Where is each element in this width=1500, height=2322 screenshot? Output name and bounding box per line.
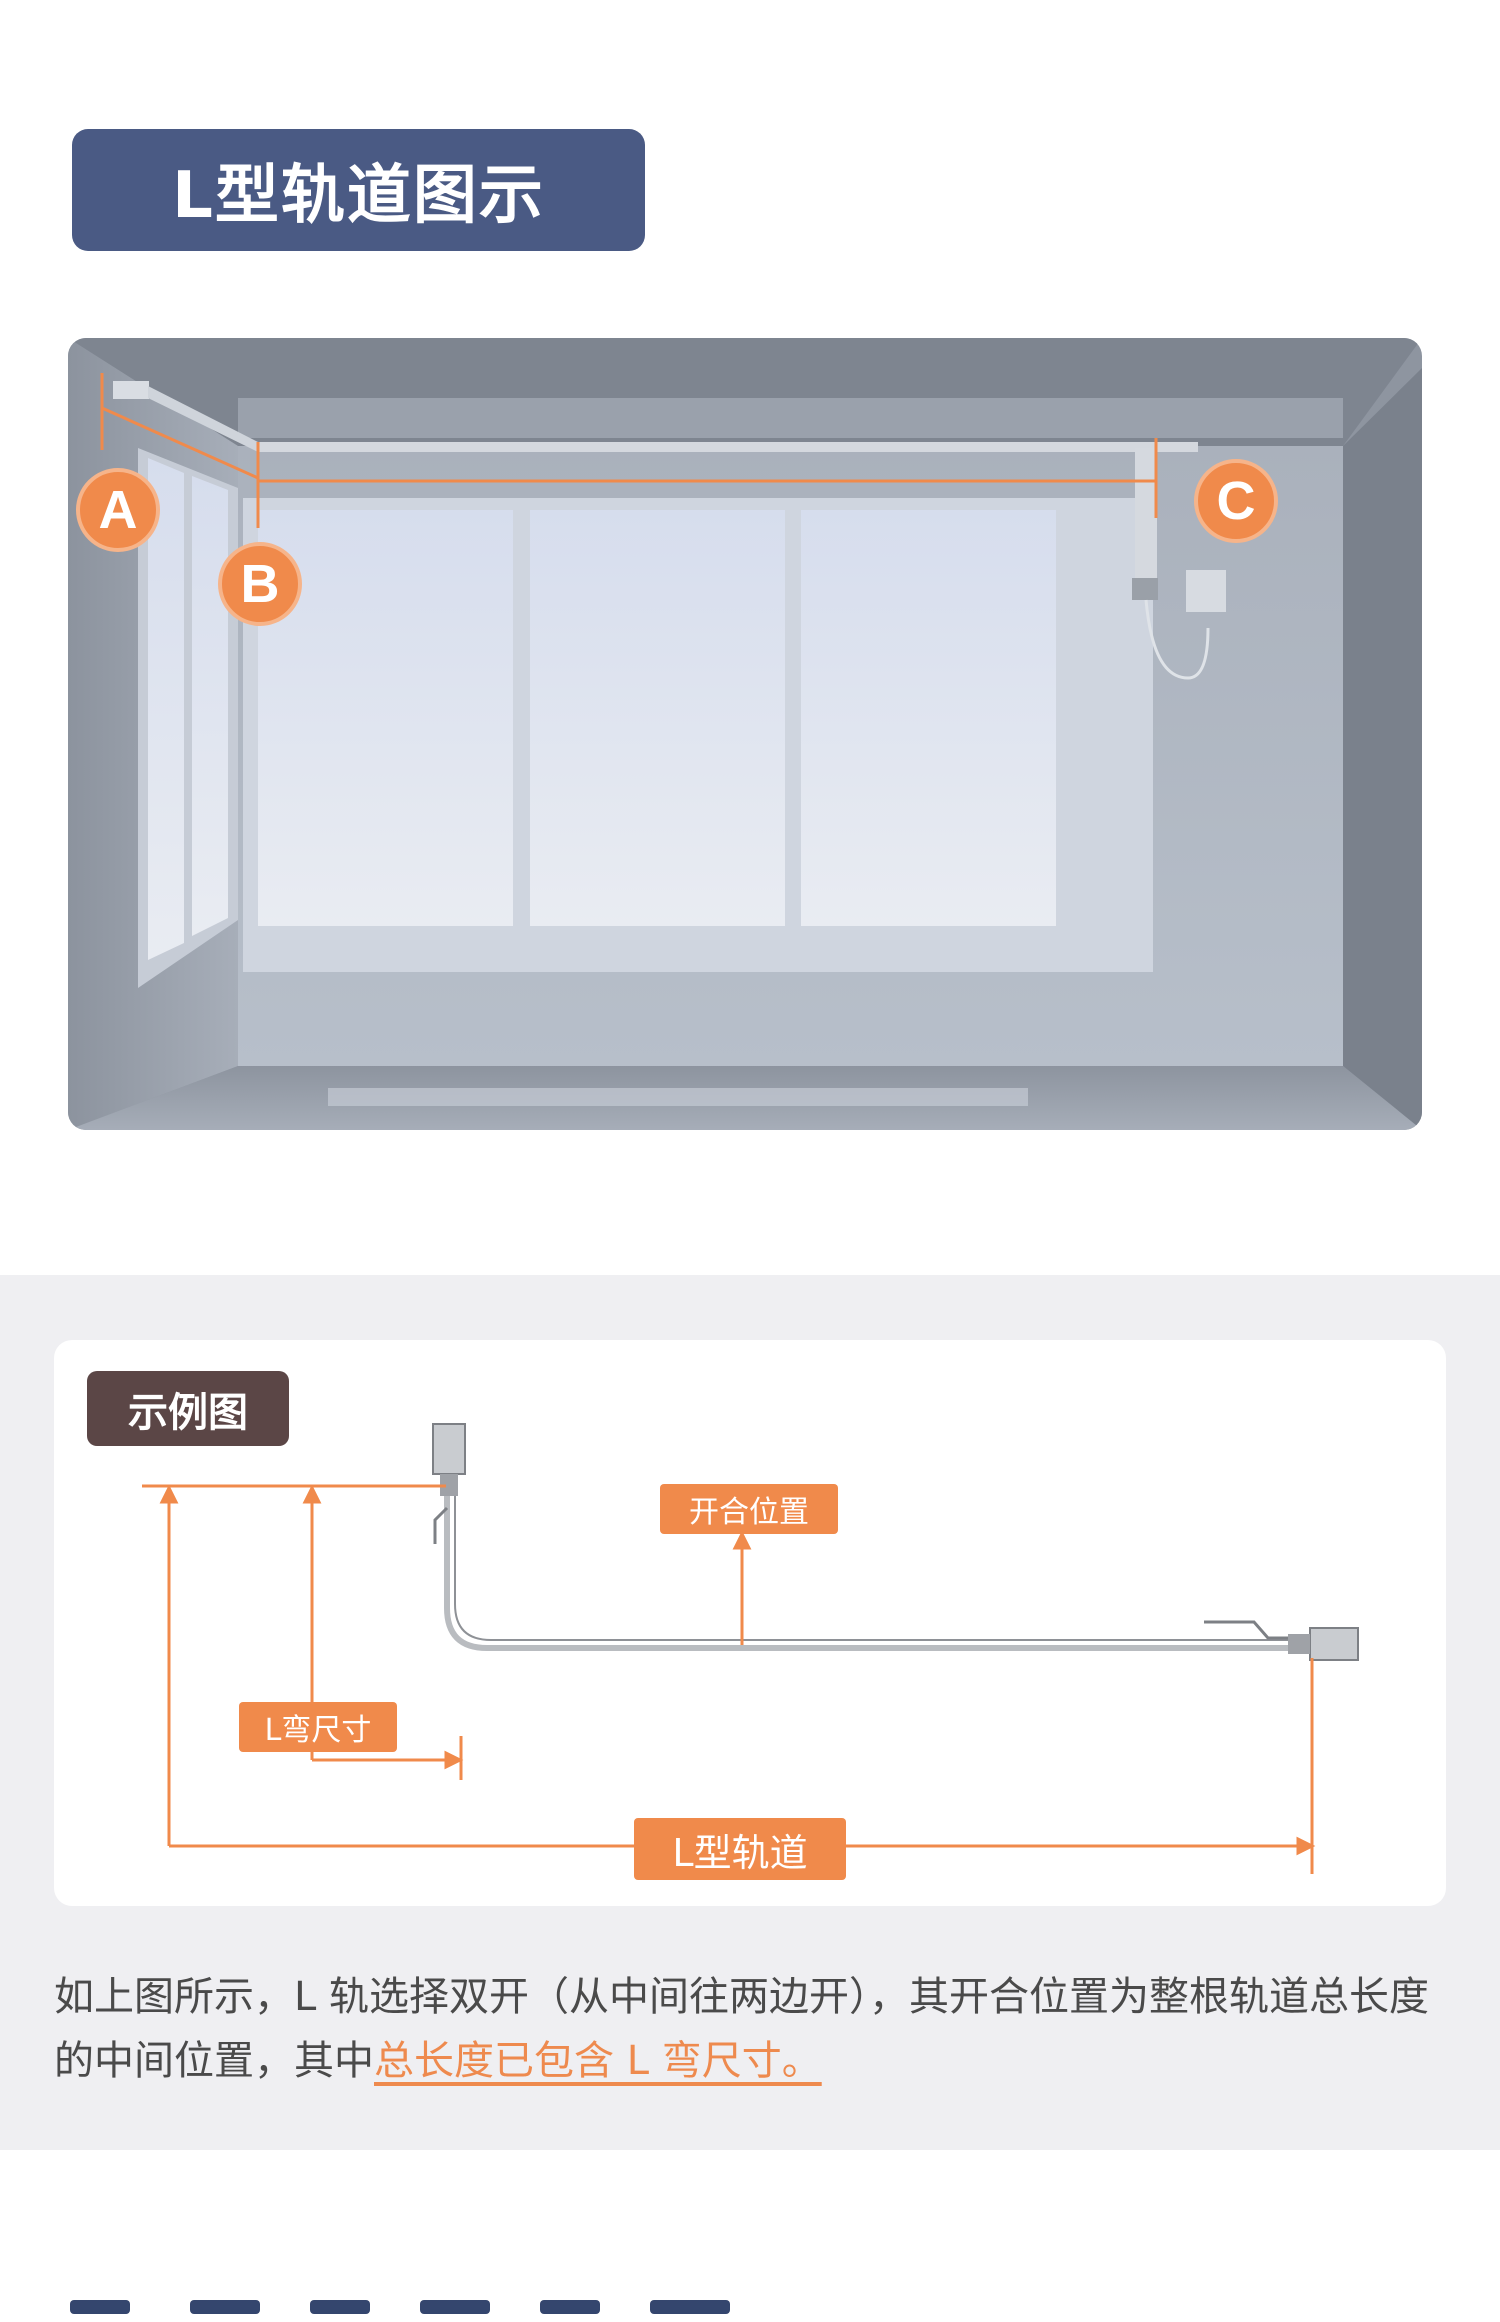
next-section-heading-partial (60, 2290, 760, 2322)
label-open-close: 开合位置 (660, 1484, 838, 1534)
description-highlight: 总长度已包含 L 弯尺寸。 (374, 2038, 822, 2084)
section-title: L型轨道图示 (172, 159, 545, 233)
marker-a: A (76, 468, 160, 552)
l-track-rail (444, 1487, 1307, 1651)
l-track-diagram: 开合位置 L弯尺寸 L型轨道 (54, 1340, 1446, 1910)
description-body: 如上图所示，L 轨选择双开（从中间往两边开），其开合位置为整根轨道总长度的中间位… (54, 1974, 1429, 2084)
label-l-track: L型轨道 (634, 1818, 846, 1880)
description-text: 如上图所示，L 轨选择双开（从中间往两边开），其开合位置为整根轨道总长度的中间位… (54, 1965, 1454, 2093)
section-title-badge: L型轨道图示 (72, 129, 645, 251)
label-l-bend: L弯尺寸 (239, 1702, 397, 1752)
example-tag: 示例图 (87, 1371, 289, 1446)
marker-c: C (1194, 459, 1278, 543)
marker-b: B (218, 542, 302, 626)
room-illustration: A B C (68, 338, 1422, 1130)
